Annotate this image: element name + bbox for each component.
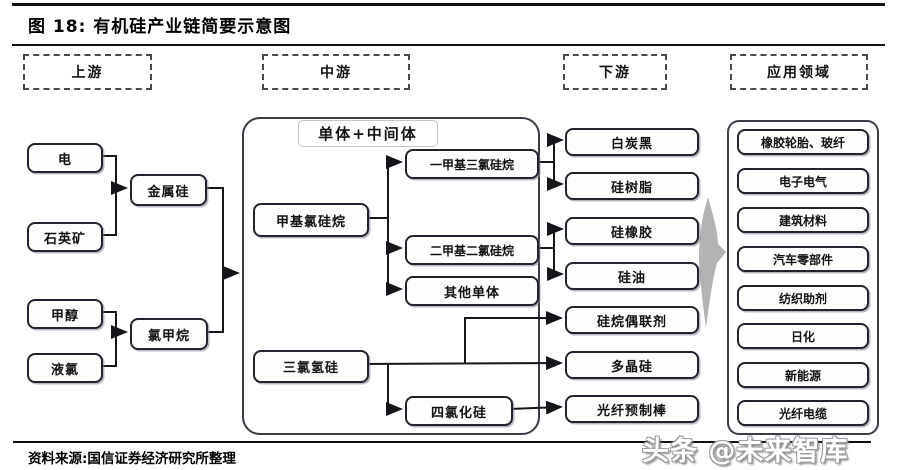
node-optical-fiber-preform: 光纤预制棒 <box>565 395 699 423</box>
node-white-carbon-black: 白炭黑 <box>565 128 699 156</box>
node-building-materials: 建筑材料 <box>737 207 869 233</box>
node-auto-parts: 汽车零部件 <box>737 246 869 272</box>
page-title: 图 18: 有机硅产业链简要示意图 <box>28 17 292 37</box>
midstream-container <box>242 117 540 435</box>
top-rule <box>12 3 885 6</box>
node-textile-auxiliaries: 纺织助剂 <box>737 285 869 311</box>
node-silicone-rubber: 硅橡胶 <box>565 217 699 245</box>
flow-arrow-icon <box>699 197 726 328</box>
node-dimethyl-dichlorosilane: 二甲基二氯硅烷 <box>405 235 539 265</box>
bottom-rule <box>13 441 871 443</box>
node-other-monomers: 其他单体 <box>405 276 539 306</box>
node-optical-fiber-cable: 光纤电缆 <box>737 400 869 426</box>
node-monomethyl-trichlorosilane: 一甲基三氯硅烷 <box>405 149 539 179</box>
node-trichlorosilane: 三氯氢硅 <box>253 350 369 383</box>
node-quartz-ore: 石英矿 <box>27 222 103 252</box>
watermark: 头条 @未来智库 <box>642 436 849 467</box>
node-metal-silicon: 金属硅 <box>130 174 207 206</box>
header-downstream: 下游 <box>563 54 667 90</box>
node-methyl-chloride: 氯甲烷 <box>130 318 208 350</box>
header-application: 应用领域 <box>730 54 868 90</box>
node-daily-chemicals: 日化 <box>737 323 869 349</box>
node-methanol: 甲醇 <box>27 299 103 329</box>
header-midstream: 中游 <box>262 54 410 90</box>
node-polysilicon: 多晶硅 <box>565 351 699 379</box>
node-silicone-oil: 硅油 <box>565 262 699 290</box>
node-silicon-tetrachloride: 四氯化硅 <box>405 396 513 426</box>
node-silicone-resin: 硅树脂 <box>565 172 699 200</box>
header-upstream: 上游 <box>23 54 152 90</box>
node-electronics-electrical: 电子电气 <box>737 168 869 194</box>
node-rubber-tires-glass-fiber: 橡胶轮胎、玻纤 <box>737 129 869 155</box>
midstream-container-label: 单体+中间体 <box>298 120 438 147</box>
node-liquid-chlorine: 液氯 <box>27 353 103 383</box>
node-new-energy: 新能源 <box>737 362 869 388</box>
application-container <box>727 120 879 435</box>
node-silane-coupling-agent: 硅烷偶联剂 <box>565 306 699 334</box>
node-methyl-chlorosilane: 甲基氯硅烷 <box>253 203 369 237</box>
node-electricity: 电 <box>27 143 103 173</box>
source-note: 资料来源:国信证券经济研究所整理 <box>28 451 236 467</box>
title-underline <box>12 44 885 46</box>
